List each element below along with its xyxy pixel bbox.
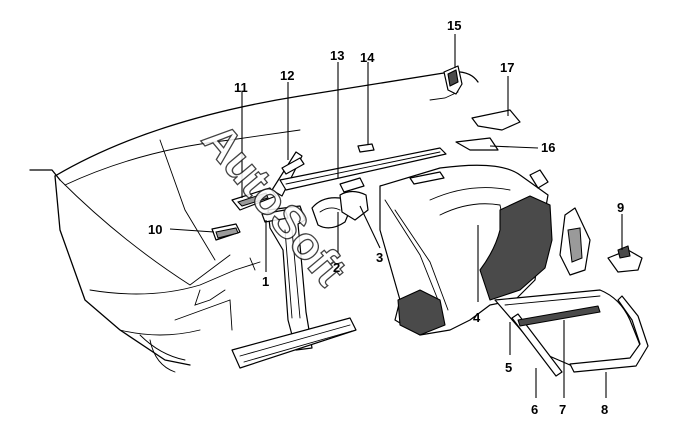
callout-11: 11 [234, 80, 248, 95]
part-2-bracket [311, 197, 351, 229]
part-11-trim [231, 187, 277, 211]
callout-13: 13 [330, 48, 344, 63]
part-10-clip [211, 223, 241, 241]
part-9-hinge [607, 245, 643, 273]
callout-labels: 1 2 3 4 5 6 7 8 9 10 11 12 13 14 15 16 1… [148, 18, 624, 417]
callout-10: 10 [148, 222, 162, 237]
part-15-bracket [443, 65, 463, 95]
callout-17: 17 [500, 60, 514, 75]
part-7-strip [517, 305, 601, 327]
callout-3: 3 [376, 250, 383, 265]
callout-7: 7 [559, 402, 566, 417]
part-3-bracket [339, 190, 369, 221]
part-14-clip [357, 143, 375, 153]
callout-16: 16 [541, 140, 555, 155]
part-inner-bracket [559, 207, 591, 276]
callout-8: 8 [601, 402, 608, 417]
callout-14: 14 [360, 50, 375, 65]
leader-lines [169, 34, 623, 398]
part-13-roof-rail [279, 147, 447, 193]
part-16-trim [455, 137, 499, 151]
part-4-quarter-panel [379, 164, 553, 336]
callout-2: 2 [333, 260, 340, 275]
part-8-seal [569, 295, 649, 373]
part-sill [231, 317, 357, 369]
callout-12: 12 [280, 68, 294, 83]
callout-4: 4 [473, 310, 481, 325]
callout-1: 1 [262, 274, 269, 289]
part-6-strip [511, 313, 563, 377]
callout-5: 5 [505, 360, 512, 375]
callout-6: 6 [531, 402, 538, 417]
part-17-panel [471, 109, 521, 131]
part-12-trim [271, 151, 305, 197]
callout-15: 15 [447, 18, 461, 33]
callout-9: 9 [617, 200, 624, 215]
